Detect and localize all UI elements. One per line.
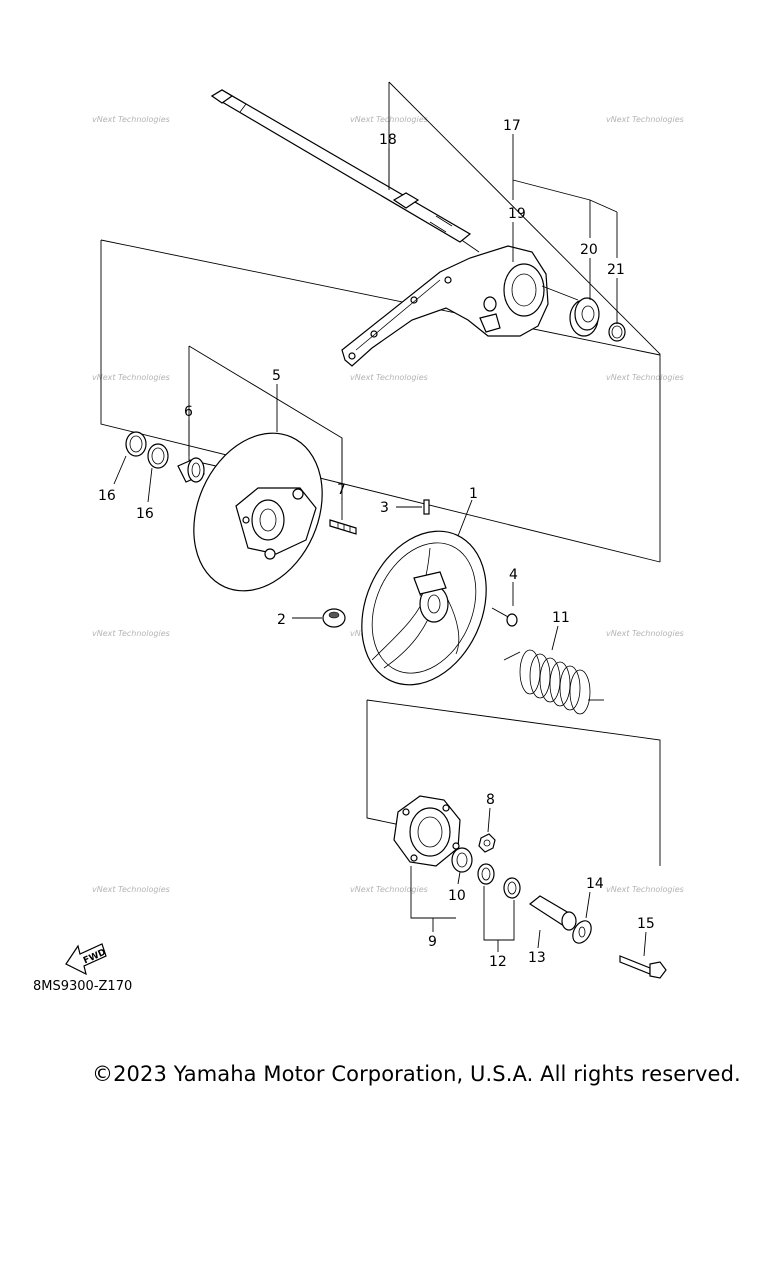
callout-1: 1: [469, 486, 478, 502]
callout-10: 10: [448, 888, 466, 904]
callout-12: 12: [489, 954, 507, 970]
callout-17: 17: [503, 118, 521, 134]
callout-5: 5: [272, 368, 281, 384]
callout-18: 18: [379, 132, 397, 148]
frame-9-right: [366, 699, 661, 866]
cam-part-9: [393, 795, 461, 867]
watermark: vNext Technologies: [606, 373, 684, 382]
bolt-part-15: [619, 955, 667, 979]
fwd-label: FWD: [82, 948, 108, 967]
bracket-part-19: [341, 245, 549, 367]
exploded-parts-diagram: vNext Technologies vNext Technologies vN…: [65, 81, 684, 979]
frame-9-left: [366, 700, 411, 828]
frame-main-top: [100, 239, 661, 356]
callout-15: 15: [637, 916, 655, 932]
frame-main-left: [100, 240, 661, 563]
callout-2: 2: [277, 612, 286, 628]
callout-13: 13: [528, 950, 546, 966]
callout-3: 3: [380, 500, 389, 516]
watermark: vNext Technologies: [606, 629, 684, 638]
callout-8: 8: [486, 792, 495, 808]
callout-7: 7: [337, 482, 346, 498]
watermark: vNext Technologies: [350, 885, 428, 894]
diagram-code: 8MS9300-Z170: [33, 979, 133, 994]
callout-11: 11: [552, 610, 570, 626]
callouts: 1 2 3 4 5 6 7 8 9 10 11 12 13 14 15 16 1…: [98, 118, 655, 970]
callout-4: 4: [509, 567, 518, 583]
watermark: vNext Technologies: [350, 373, 428, 382]
callout-14: 14: [586, 876, 604, 892]
fwd-arrow-icon: FWD: [65, 943, 108, 976]
watermark: vNext Technologies: [92, 629, 170, 638]
shaft-part-18: [210, 89, 472, 243]
watermark: vNext Technologies: [92, 115, 170, 124]
copyright-notice: ©2023 Yamaha Motor Corporation, U.S.A. A…: [92, 1062, 741, 1086]
stud-part-7: [329, 519, 357, 535]
callout-16b: 16: [136, 506, 154, 522]
washer-part-16b: [147, 443, 169, 469]
bushing-part-10: [451, 847, 473, 873]
watermark: vNext Technologies: [606, 885, 684, 894]
frame-17-right: [388, 81, 661, 562]
callout-19: 19: [508, 206, 526, 222]
watermark: vNext Technologies: [92, 373, 170, 382]
collar-part-13: [528, 895, 577, 931]
washer-part-14: [572, 920, 592, 944]
washer-part-16: [125, 431, 147, 457]
callout-9: 9: [428, 934, 437, 950]
nut-part-8: [478, 833, 496, 853]
circlip-part-21: [608, 322, 626, 342]
callout-21: 21: [607, 262, 625, 278]
watermark: vNext Technologies: [606, 115, 684, 124]
watermark: vNext Technologies: [92, 885, 170, 894]
sheave-part-5: [193, 432, 323, 592]
sheave-part-1: [361, 530, 487, 686]
washer-part-12: [477, 863, 521, 899]
pin-part-3: [423, 499, 430, 515]
bearing-part-20: [541, 285, 600, 337]
callout-20: 20: [580, 242, 598, 258]
roller-part-2: [322, 608, 346, 628]
screw-part-4: [491, 607, 518, 627]
leader-lines: [113, 134, 647, 957]
callout-6: 6: [184, 404, 193, 420]
bushing-part-6: [177, 457, 205, 483]
callout-16: 16: [98, 488, 116, 504]
spring-part-11: [503, 649, 604, 715]
